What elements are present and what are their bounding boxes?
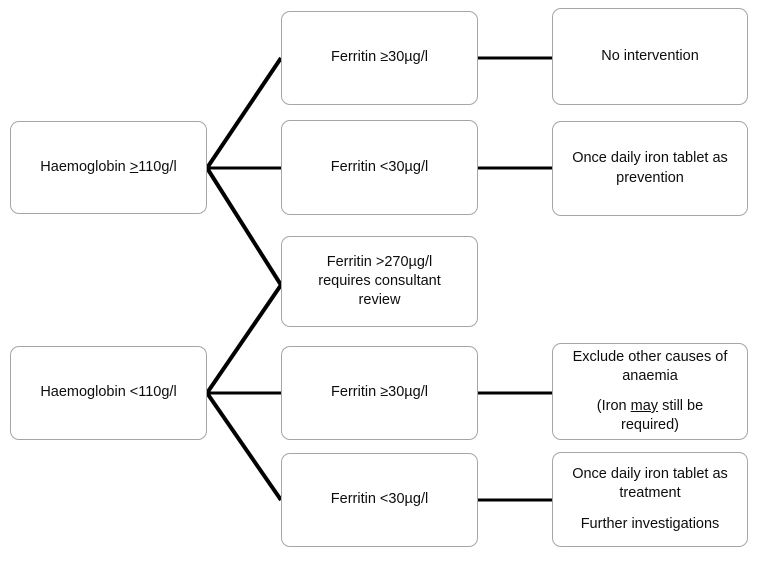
node-ferritin-very-high-line2: requires consultant: [318, 272, 441, 289]
node-no-intervention[interactable]: No intervention: [552, 8, 748, 105]
node-ferritin-high-bottom-label: Ferritin ≥30µg/l: [331, 384, 428, 401]
node-ferritin-high-top-label: Ferritin ≥30µg/l: [331, 49, 428, 66]
node-haemoglobin-high[interactable]: Haemoglobin >110g/l: [10, 121, 207, 214]
node-ferritin-low-top[interactable]: Ferritin <30µg/l: [281, 120, 478, 215]
node-haemoglobin-low-label: Haemoglobin <110g/l: [40, 384, 177, 401]
node-exclude-causes-line1: Exclude other causes of: [572, 348, 728, 365]
node-iron-prevention[interactable]: Once daily iron tablet as prevention: [552, 121, 748, 216]
node-ferritin-very-high-line3: review: [358, 292, 401, 309]
node-ferritin-high-top[interactable]: Ferritin ≥30µg/l: [281, 11, 478, 105]
node-exclude-causes-line3: (Iron may still be: [596, 398, 704, 414]
node-ferritin-low-top-label: Ferritin <30µg/l: [330, 158, 429, 175]
node-ferritin-very-high-line1: Ferritin >270µg/l: [326, 253, 433, 270]
node-iron-treatment-line1: Once daily iron tablet as: [572, 466, 728, 483]
node-exclude-causes-line2: anaemia: [622, 367, 678, 384]
emphasis-may: may: [630, 398, 659, 414]
edge-hb-low-to-ferritin-very-high: [205, 283, 283, 395]
greater-equal-symbol: >: [129, 158, 139, 175]
node-ferritin-low-bottom[interactable]: Ferritin <30µg/l: [281, 453, 478, 547]
node-exclude-causes[interactable]: Exclude other causes of anaemia (Iron ma…: [552, 343, 748, 440]
edge-hb-high-to-ferritin-high: [205, 56, 283, 170]
node-no-intervention-label: No intervention: [601, 47, 699, 64]
edge-hb-low-to-ferritin-low: [205, 391, 283, 502]
edge-hb-high-to-ferritin-very-high: [205, 166, 283, 287]
node-ferritin-very-high[interactable]: Ferritin >270µg/l requires consultant re…: [281, 236, 478, 327]
node-ferritin-high-bottom[interactable]: Ferritin ≥30µg/l: [281, 346, 478, 440]
node-iron-prevention-line2: prevention: [616, 169, 684, 186]
node-ferritin-low-bottom-label: Ferritin <30µg/l: [330, 491, 429, 508]
node-iron-prevention-line1: Once daily iron tablet as: [572, 150, 728, 167]
node-iron-treatment[interactable]: Once daily iron tablet as treatment Furt…: [552, 452, 748, 547]
node-iron-treatment-line2: treatment: [619, 485, 681, 502]
node-haemoglobin-low[interactable]: Haemoglobin <110g/l: [10, 346, 207, 440]
node-haemoglobin-high-label: Haemoglobin >110g/l: [40, 158, 177, 175]
node-exclude-causes-line4: required): [620, 417, 680, 434]
node-iron-treatment-line3: Further investigations: [580, 515, 720, 532]
